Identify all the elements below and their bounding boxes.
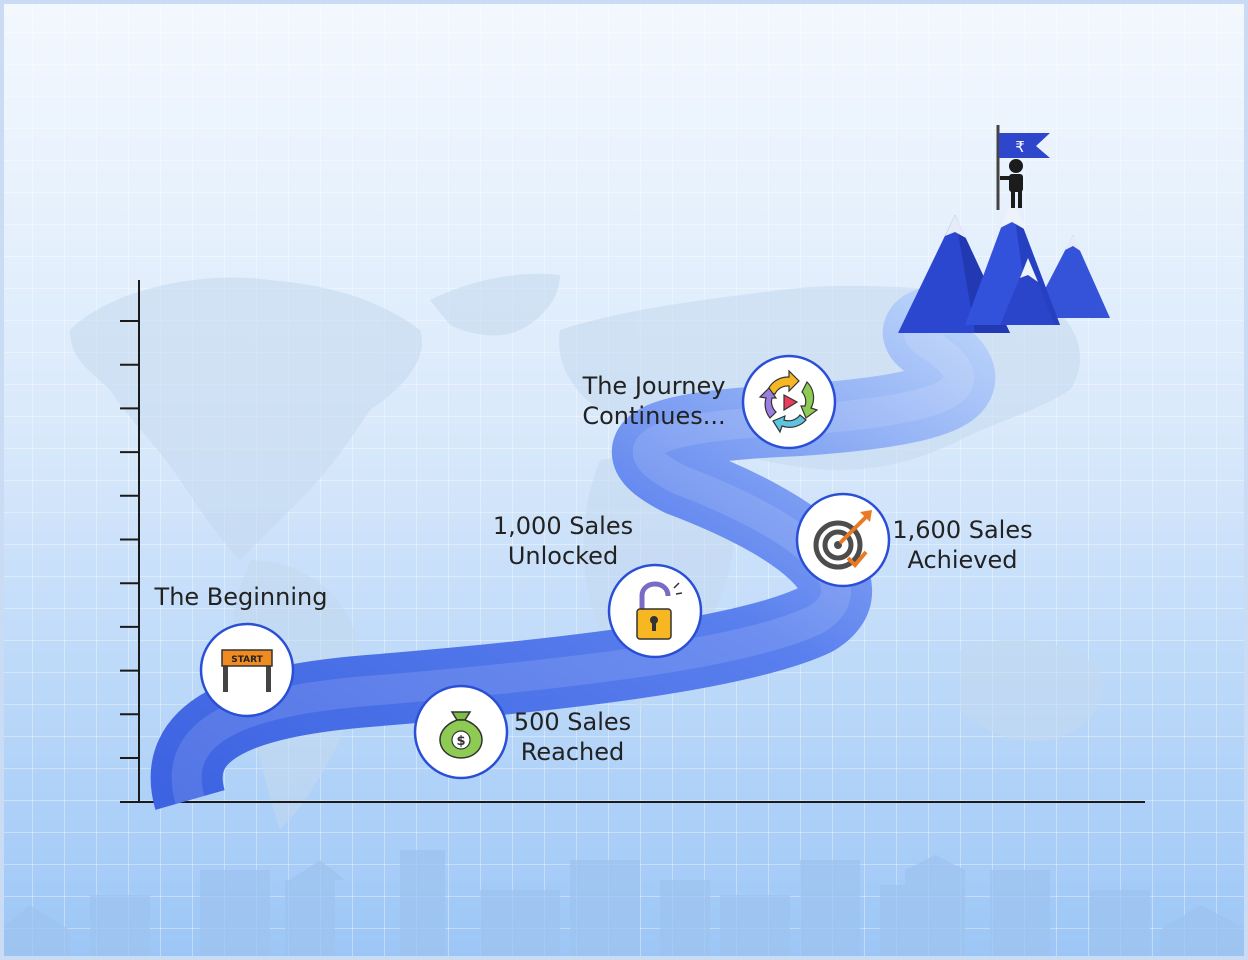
milestone-label-1600: 1,600 Sales Achieved — [885, 515, 1040, 575]
flag-icon — [999, 133, 1050, 158]
milestone-label-500: 500 Sales Reached — [500, 707, 645, 767]
mountain-right — [1030, 235, 1110, 318]
cycle-arrows-icon — [758, 369, 819, 434]
money-bag-icon: $ — [439, 711, 483, 759]
y-axis-ticks — [120, 320, 139, 759]
milestone-journey-line2: Continues... — [582, 402, 726, 430]
milestone-1000-line1: 1,000 Sales — [492, 512, 634, 540]
climber-icon — [1000, 159, 1023, 208]
start-banner-icon: START — [221, 649, 273, 692]
road-path — [150, 282, 995, 810]
flag-symbol: ₹ — [1015, 138, 1025, 156]
milestone-label-journey: The Journey Continues... — [570, 371, 738, 431]
milestone-beginning-line1: The Beginning — [154, 583, 328, 611]
road-highlight — [171, 303, 975, 805]
milestone-1600-line1: 1,600 Sales — [892, 516, 1033, 544]
city-skyline — [0, 850, 1248, 960]
milestone-label-beginning: The Beginning — [150, 582, 332, 612]
milestone-circle-beginning — [199, 622, 295, 718]
milestone-500-line1: 500 Sales — [513, 708, 632, 736]
milestone-journey-line1: The Journey — [582, 372, 726, 400]
milestone-500-line2: Reached — [520, 738, 625, 766]
start-banner-text: START — [231, 655, 263, 665]
milestone-1600-line2: Achieved — [907, 546, 1018, 574]
money-bag-symbol: $ — [456, 734, 465, 749]
milestone-1000-line2: Unlocked — [507, 542, 619, 570]
milestone-label-1000: 1,000 Sales Unlocked — [478, 511, 648, 571]
padlock-icon — [636, 581, 683, 640]
target-icon — [813, 510, 872, 570]
